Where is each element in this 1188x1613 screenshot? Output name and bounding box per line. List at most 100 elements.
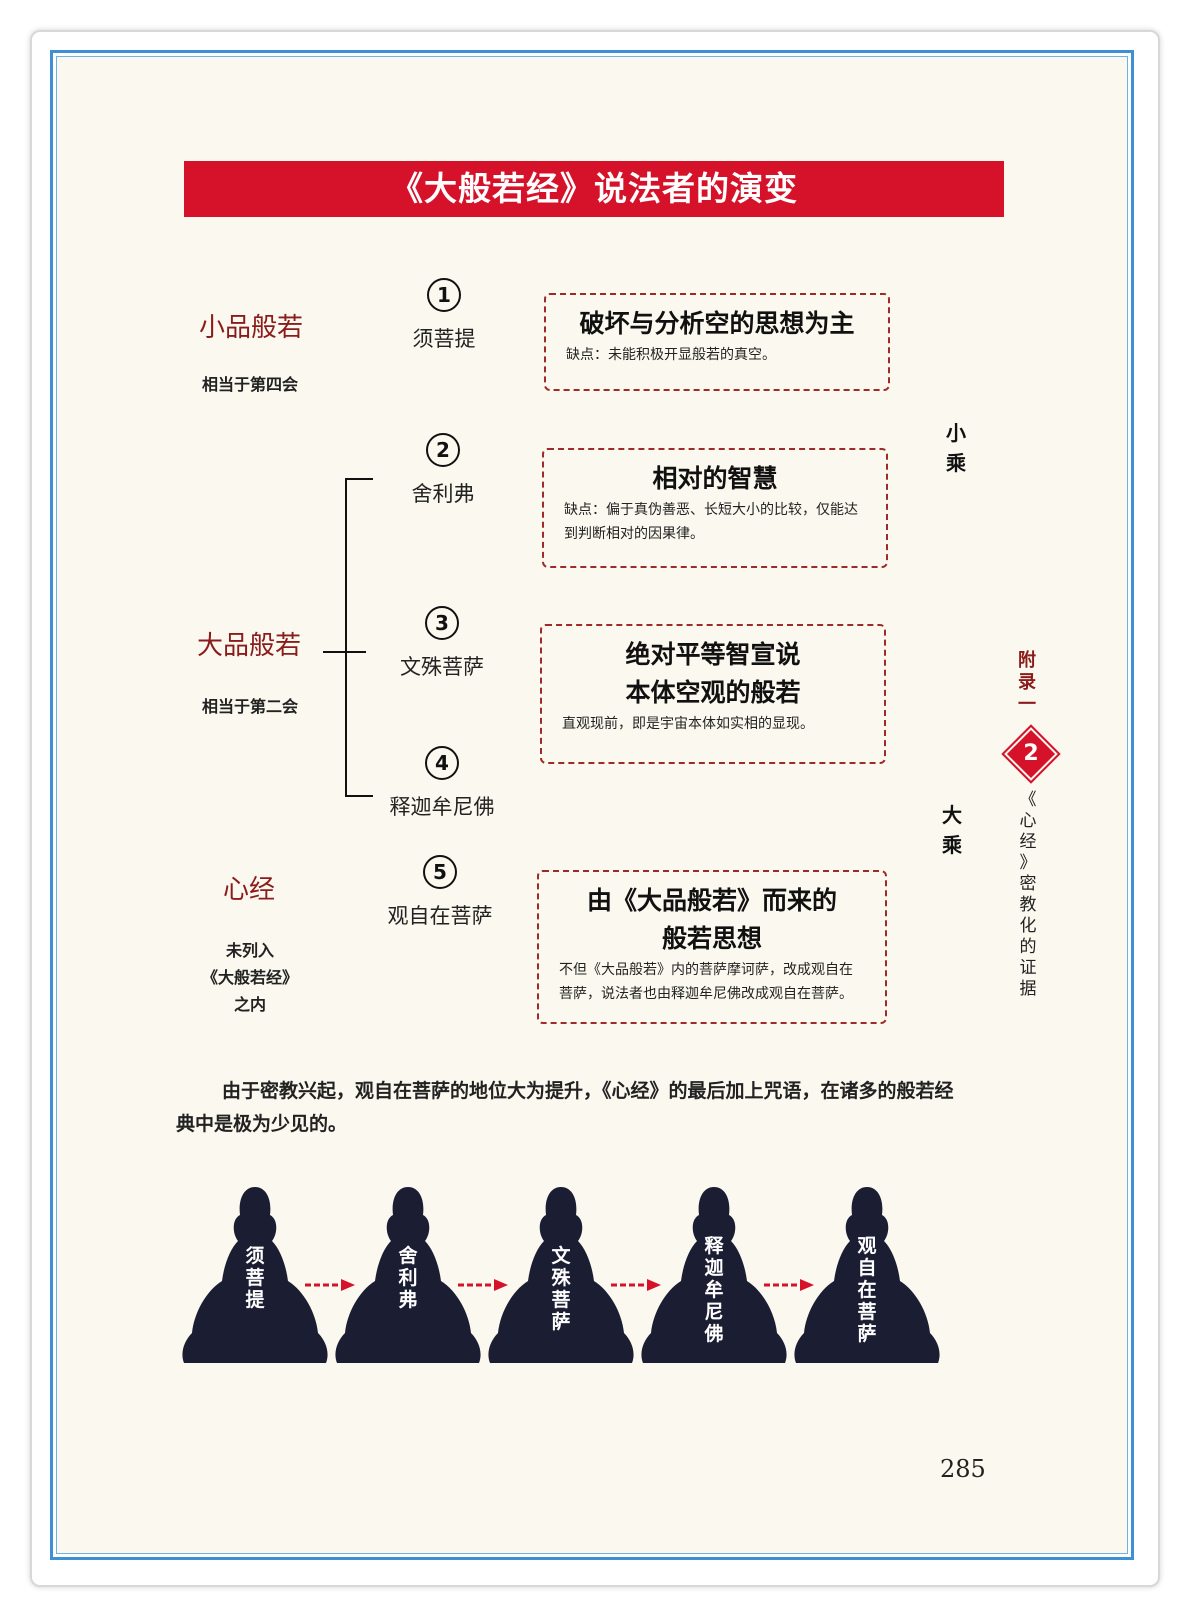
figure-label-char: 利 [398,1267,418,1289]
chapter-char-3: 经 [1019,832,1037,852]
bracket-stem [323,651,366,653]
figure-label-char: 舍 [398,1245,418,1267]
figure-label-char: 萨 [551,1311,571,1333]
teaching-box-2-note: 缺点：偏于真伪善恶、长短大小的比较，仅能达到判断相对的因果律。 [564,502,858,542]
vehicle-great-char-2: 乘 [942,833,962,857]
bracket-spine [345,478,347,796]
buddha-silhouette-icon [182,1187,328,1363]
xinjing-note-line-2: 《大般若经》 [201,968,298,987]
arrow-right-icon [458,1279,508,1291]
figure-sariputra: 舍 利 弗 [333,1185,483,1370]
vehicle-great-label: 大 乘 [941,800,963,860]
chapter-char-1: 《 [1019,790,1037,810]
chapter-char-7: 化 [1019,916,1037,936]
figure-label-char: 殊 [551,1267,571,1289]
figure-label-char: 在 [857,1279,877,1301]
arrow-right-icon [611,1279,661,1291]
speaker-number-2: 2 [426,433,460,467]
figure-subhuti: 须 菩 提 [180,1185,330,1370]
teaching-box-3-head-line-2: 本体空观的般若 [625,678,801,707]
figure-label-char: 菩 [857,1301,877,1323]
dapin-note: 相当于第二会 [201,697,298,716]
page-frame [50,50,1134,1560]
teaching-box-3: 绝对平等智宣说 本体空观的般若 直观现前，即是宇宙本体如实相的显现。 [540,624,886,764]
page-number: 285 [940,1455,986,1483]
dapin-label: 大品般若 [196,631,301,661]
appendix-char-2: 录 [1018,672,1036,693]
appendix-label: 附 录 一 [1017,650,1037,716]
figure-label: 舍 利 弗 [395,1245,421,1311]
xiaopin-note: 相当于第四会 [201,375,298,394]
figure-label-char: 观 [857,1235,877,1257]
teaching-box-1-note: 缺点：未能积极开显般若的真空。 [566,347,776,363]
chapter-char-8: 的 [1019,937,1037,957]
figure-label-char: 迦 [704,1257,724,1279]
buddha-silhouette-icon [488,1187,634,1363]
bracket-top [345,478,373,480]
speaker-number-3: 3 [425,606,459,640]
buddha-silhouette-icon [794,1187,940,1363]
buddha-silhouette-icon [641,1187,787,1363]
teaching-box-4-head-line-2: 般若思想 [661,924,762,953]
xinjing-note-line-1: 未列入 [225,941,274,960]
figure-label-char: 释 [704,1235,724,1257]
xinjing-note-line-3: 之内 [233,995,266,1014]
teaching-box-4-note: 不但《大品般若》内的菩萨摩诃萨，改成观自在菩萨，说法者也由释迦牟尼佛改成观自在菩… [559,962,853,1002]
figure-label-char: 牟 [704,1279,724,1301]
speaker-number-4: 4 [425,746,459,780]
figure-label-char: 菩 [245,1267,265,1289]
figure-label-char: 弗 [398,1289,418,1311]
vehicle-small-char-2: 乘 [946,451,966,475]
xinjing-note: 未列入 《大般若经》 之内 [180,937,320,1018]
teaching-box-3-head-line-1: 绝对平等智宣说 [625,640,801,669]
speaker-sariputra: 舍利弗 [411,482,475,506]
figure-sakyamuni: 释 迦 牟 尼 佛 [639,1185,789,1370]
chapter-char-5: 密 [1019,874,1037,894]
figure-label-char: 提 [245,1289,265,1311]
chapter-char-4: 》 [1019,853,1037,873]
chapter-char-10: 据 [1019,979,1037,999]
bracket-bottom [345,795,373,797]
page-title: 《大般若经》说法者的演变 [184,161,1004,217]
speaker-subhuti: 须菩提 [412,327,476,351]
arrow-right-icon [305,1279,355,1291]
speaker-number-5: 5 [423,855,457,889]
chapter-char-9: 证 [1019,958,1037,978]
appendix-char-3: 一 [1018,694,1036,715]
appendix-char-1: 附 [1018,650,1036,671]
figure-label-char: 尼 [704,1301,724,1323]
teaching-box-2-head: 相对的智慧 [652,464,778,493]
xinjing-label: 心经 [222,875,275,905]
chapter-number: 2 [1023,741,1039,766]
figure-label: 须 菩 提 [242,1245,268,1311]
teaching-box-1-head: 破坏与分析空的思想为主 [579,309,855,338]
figure-label: 文 殊 菩 萨 [548,1245,574,1333]
arrow-right-icon [764,1279,814,1291]
speaker-avalokitesvara: 观自在菩萨 [387,904,493,928]
xiaopin-label: 小品般若 [198,313,303,343]
vehicle-small-char-1: 小 [946,421,966,445]
figure-label-char: 自 [857,1257,877,1279]
figure-label: 释 迦 牟 尼 佛 [701,1235,727,1345]
chapter-char-2: 心 [1019,811,1037,831]
vehicle-great-char-1: 大 [942,803,962,827]
figure-avalokitesvara: 观 自 在 菩 萨 [792,1185,942,1370]
teaching-box-2: 相对的智慧 缺点：偏于真伪善恶、长短大小的比较，仅能达到判断相对的因果律。 [542,448,888,568]
speaker-sakyamuni: 释迦牟尼佛 [389,795,495,819]
figure-manjusri: 文 殊 菩 萨 [486,1185,636,1370]
buddha-silhouette-icon [335,1187,481,1363]
teaching-box-3-note: 直观现前，即是宇宙本体如实相的显现。 [562,716,814,732]
teaching-box-4: 由《大品般若》而来的 般若思想 不但《大品般若》内的菩萨摩诃萨，改成观自在菩萨，… [537,870,887,1024]
vehicle-small-label: 小 乘 [945,418,967,478]
chapter-char-6: 教 [1019,895,1037,915]
figure-label-char: 菩 [551,1289,571,1311]
speaker-number-1: 1 [427,278,461,312]
teaching-box-4-head-line-1: 由《大品般若》而来的 [586,886,837,915]
figure-label-char: 文 [551,1245,571,1267]
chapter-title-vertical: 《 心 经 》 密 教 化 的 证 据 [1018,790,1038,1000]
teaching-box-1: 破坏与分析空的思想为主 缺点：未能积极开显般若的真空。 [544,293,890,391]
figure-label-char: 须 [245,1245,265,1267]
figure-label: 观 自 在 菩 萨 [854,1235,880,1345]
speaker-manjusri: 文殊菩萨 [400,655,484,679]
figure-label-char: 萨 [857,1323,877,1345]
